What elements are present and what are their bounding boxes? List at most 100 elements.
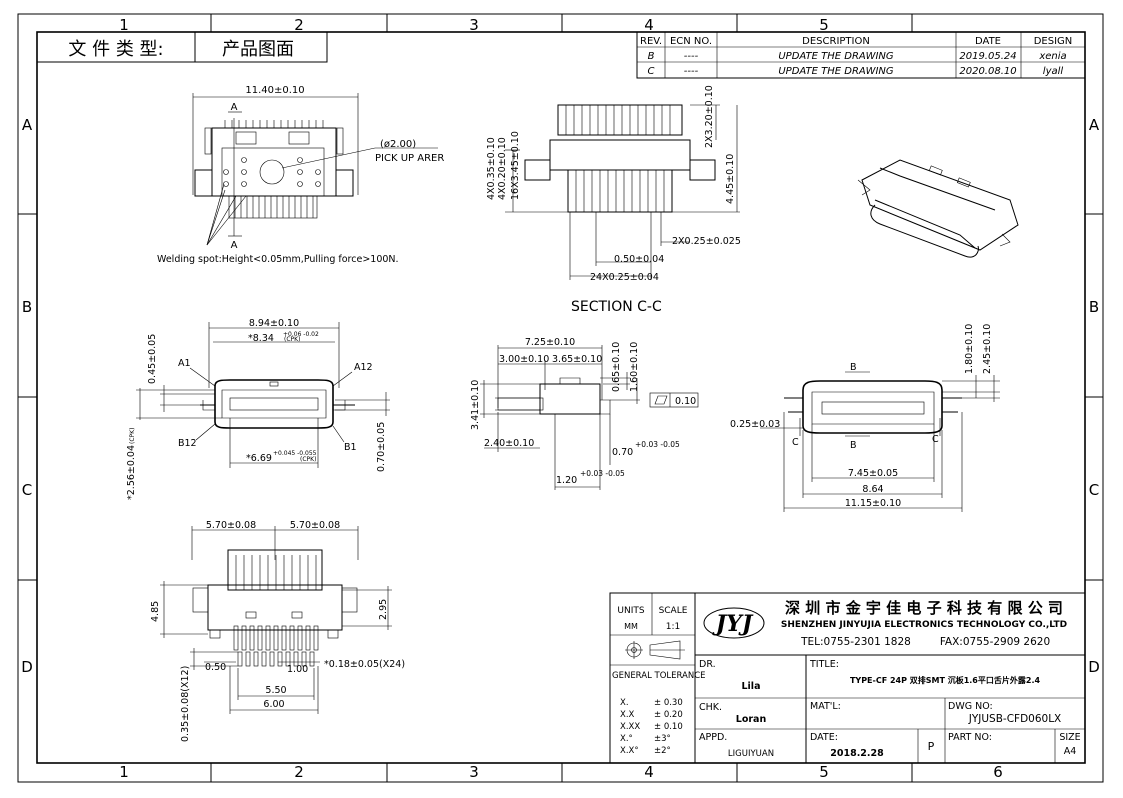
row-label-c: C — [22, 481, 32, 499]
end-d1: 1.80±0.10 — [964, 324, 975, 374]
end-section-b-bottom: B — [850, 440, 857, 451]
side-flatness: 0.10 — [675, 396, 696, 407]
part-label: PART NO: — [948, 732, 992, 743]
front-d2-suffix: (CPK) — [284, 336, 300, 343]
row-label-a-right: A — [1089, 116, 1100, 134]
grid-ticks — [18, 14, 1103, 782]
fp-d5: 0.50 — [205, 662, 226, 673]
welding-note: Welding spot:Height<0.05mm,Pulling force… — [157, 254, 399, 265]
end-section-b-top: B — [850, 362, 857, 373]
section-cc-d5: 4.45±0.10 — [725, 154, 736, 204]
company-name-en: SHENZHEN JINYUJIA ELECTRONICS TECHNOLOGY… — [781, 620, 1067, 630]
col-label-2-top: 2 — [294, 16, 304, 34]
top-view-section-a-bottom: A — [231, 240, 238, 251]
col-label-5: 5 — [819, 763, 829, 781]
appd-label: APPD. — [699, 732, 727, 743]
row-label-c-right: C — [1089, 481, 1099, 499]
front-d4: 0.70±0.05 — [376, 422, 387, 472]
col-label-4: 4 — [644, 763, 654, 781]
rev-row-b-date: 2019.05.24 — [959, 51, 1016, 62]
units-label: UNITS — [617, 606, 644, 616]
fp-d4: 2.95 — [378, 599, 389, 620]
company-name-cn: 深 圳 市 金 宇 佳 电 子 科 技 有 限 公 司 — [785, 599, 1063, 617]
fp-d6: 1.00 — [287, 664, 308, 675]
appd-value: LIGUIYUAN — [728, 749, 774, 759]
tol-key-4: X.X° — [620, 746, 639, 756]
fp-d3: 4.85 — [150, 601, 161, 622]
col-label-4-top: 4 — [644, 16, 654, 34]
side-d5: 1.60±0.10 — [629, 342, 640, 392]
pin-a1: A1 — [178, 358, 191, 369]
chk-value: Loran — [736, 714, 767, 725]
logo-text: JYJ — [712, 611, 754, 637]
front-d5: *2.56±0.04 — [126, 445, 137, 500]
row-label-a: A — [22, 116, 33, 134]
pin-a12: A12 — [354, 362, 373, 373]
side-d9: 1.20 — [556, 475, 577, 486]
rev-row-b-desc: UPDATE THE DRAWING — [778, 51, 894, 62]
col-label-6: 6 — [993, 763, 1003, 781]
tol-val-0: ± 0.30 — [654, 698, 683, 708]
side-d9-tol: +0.03 -0.05 — [580, 469, 625, 478]
col-label-1-top: 1 — [119, 16, 129, 34]
tolerance-title: GENERAL TOLERANCE — [612, 671, 706, 681]
doc-type-value: 产品图面 — [222, 39, 294, 60]
front-d2: *8.34 — [248, 333, 274, 344]
end-section-c-left: C — [792, 437, 799, 448]
side-d4: 0.65±0.10 — [611, 342, 622, 392]
section-cc-d6: 2X0.25±0.025 — [672, 236, 741, 247]
end-section-c-right: C — [932, 434, 939, 445]
front-d5-suffix: (CPK) — [129, 428, 136, 444]
side-d1: 7.25±0.10 — [525, 337, 575, 348]
section-cc-view: 2X3.20±0.10 4X0.35±0.10 4X0.20±0.10 16X3… — [486, 85, 741, 315]
section-cc-d2: 4X0.35±0.10 — [486, 137, 497, 200]
rev-row-c-ecn: ---- — [684, 66, 699, 77]
projection-symbol — [625, 640, 685, 660]
pickup-diameter: (ø2.00) — [380, 139, 416, 150]
fp-d7: *0.18±0.05(X24) — [324, 659, 405, 670]
units-value: MM — [624, 622, 638, 631]
section-cc-d8: 24X0.25±0.04 — [590, 272, 659, 283]
tol-val-4: ±2° — [654, 746, 671, 756]
pickup-label: PICK UP ARER — [375, 153, 444, 164]
rev-row-b-rev: B — [648, 51, 655, 62]
col-label-3-top: 3 — [469, 16, 479, 34]
doc-type-box: 文 件 类 型: 产品图面 — [36, 31, 328, 63]
dwg-label: DWG NO: — [948, 701, 993, 712]
dr-value: Lila — [742, 681, 761, 692]
row-label-d-right: D — [1088, 658, 1100, 676]
company-tel: TEL:0755-2301 1828 — [800, 636, 911, 648]
tol-val-1: ± 0.20 — [654, 710, 683, 720]
doc-type-label: 文 件 类 型: — [68, 39, 163, 60]
front-d3: 0.45±0.05 — [147, 334, 158, 384]
section-cc-d1: 2X3.20±0.10 — [704, 85, 715, 148]
rev-row-c-desc: UPDATE THE DRAWING — [778, 66, 894, 77]
company-fax: FAX:0755-2909 2620 — [940, 636, 1050, 648]
fp-d8: 5.50 — [265, 685, 286, 696]
front-view: 8.94±0.10 *8.34 +0.06 -0.02 (CPK) A1 A12… — [126, 318, 390, 500]
dwg-value: JYJUSB-CFD060LX — [968, 713, 1062, 725]
side-d8-tol: +0.03 -0.05 — [635, 440, 680, 449]
rev-header-desc: DESCRIPTION — [802, 36, 870, 47]
tol-val-3: ±3° — [654, 734, 671, 744]
top-view-width-dim: 11.40±0.10 — [245, 85, 304, 96]
fp-d9: 6.00 — [263, 699, 284, 710]
end-view: B B C C 1.80±0.10 2.45±0.10 0.25±0.03 7.… — [730, 324, 1000, 512]
front-d6: *6.69 — [246, 453, 272, 464]
tol-val-2: ± 0.10 — [654, 722, 683, 732]
chk-label: CHK. — [699, 702, 722, 713]
col-label-2: 2 — [294, 763, 304, 781]
title-block: UNITS MM SCALE 1:1 GENERAL TOLERANCE X. … — [609, 592, 1086, 764]
fp-d10: 0.35±0.08(X12) — [180, 666, 191, 742]
front-d2-tol: +0.06 -0.02 — [283, 331, 319, 338]
tol-key-2: X.XX — [620, 722, 640, 732]
tol-key-3: X.° — [620, 734, 633, 744]
side-d8: 0.70 — [612, 447, 633, 458]
front-d1: 8.94±0.10 — [249, 318, 299, 329]
date-value: 2018.2.28 — [830, 748, 884, 759]
company-logo: JYJ — [703, 607, 765, 639]
col-label-1: 1 — [119, 763, 129, 781]
rev-row-c-rev: C — [648, 66, 655, 77]
end-d3: 0.25±0.03 — [730, 419, 780, 430]
